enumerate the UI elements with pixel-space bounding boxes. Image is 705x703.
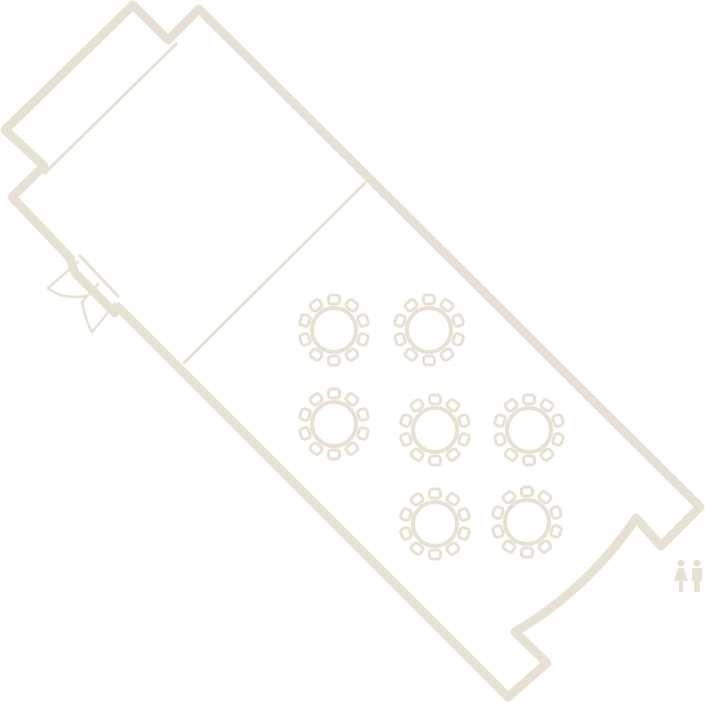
chair — [308, 298, 324, 313]
chair — [457, 526, 471, 541]
chair — [409, 492, 425, 507]
chair — [457, 432, 471, 447]
chair — [445, 447, 461, 462]
table-top — [411, 406, 459, 454]
chair — [308, 441, 324, 456]
chair — [308, 347, 324, 362]
chair — [451, 332, 465, 347]
chair — [428, 454, 442, 467]
chair — [344, 392, 360, 407]
chair — [451, 313, 465, 328]
partitions — [43, 42, 367, 365]
chair — [344, 441, 360, 456]
chair — [393, 313, 407, 328]
chair — [399, 507, 413, 522]
chair — [399, 413, 413, 428]
chair — [501, 490, 517, 505]
table-top — [405, 306, 453, 354]
chair — [422, 354, 436, 367]
chair — [491, 505, 505, 520]
round-table-5 — [493, 393, 565, 467]
man-icon — [692, 559, 702, 592]
chair — [327, 448, 341, 461]
chair — [399, 432, 413, 447]
chair — [327, 293, 341, 306]
chair — [409, 541, 425, 556]
chair — [308, 392, 324, 407]
chair — [393, 332, 407, 347]
chair — [356, 332, 370, 347]
chair — [445, 398, 461, 413]
chair — [551, 432, 565, 447]
chair — [501, 539, 517, 554]
double-door — [46, 260, 116, 335]
chair — [493, 413, 507, 428]
chair — [428, 487, 442, 500]
chair — [428, 548, 442, 561]
chair — [356, 426, 370, 441]
chair — [522, 454, 536, 467]
chair — [422, 293, 436, 306]
chair — [551, 413, 565, 428]
table-top — [503, 498, 551, 546]
chair — [356, 407, 370, 422]
chair — [298, 313, 312, 328]
chair — [298, 407, 312, 422]
table-top — [310, 306, 358, 354]
round-table-4 — [399, 393, 471, 467]
chair — [439, 298, 455, 313]
chair — [520, 485, 534, 498]
chair — [520, 546, 534, 559]
doorway-jamb-wall — [78, 254, 120, 298]
chair — [457, 413, 471, 428]
chair — [403, 298, 419, 313]
chair — [409, 447, 425, 462]
chair — [522, 393, 536, 406]
table-top — [505, 406, 553, 454]
chair — [503, 398, 519, 413]
round-table-6 — [399, 487, 471, 561]
chair — [445, 492, 461, 507]
chair — [537, 539, 553, 554]
chair — [537, 490, 553, 505]
chair — [549, 505, 563, 520]
chair — [539, 447, 555, 462]
round-table-1 — [298, 293, 370, 367]
round-table-3 — [298, 387, 370, 461]
partition-wall — [182, 181, 367, 365]
door-leaf-lower — [80, 282, 116, 335]
chair — [298, 332, 312, 347]
chair — [503, 447, 519, 462]
chair — [549, 524, 563, 539]
chair — [493, 432, 507, 447]
round-table-7 — [491, 485, 563, 559]
chair — [428, 393, 442, 406]
chair — [409, 398, 425, 413]
round-table-2 — [393, 293, 465, 367]
chair — [439, 347, 455, 362]
chair — [344, 298, 360, 313]
chair — [539, 398, 555, 413]
chair — [399, 526, 413, 541]
chair — [356, 313, 370, 328]
door-leaf-upper — [46, 260, 88, 299]
chair — [298, 426, 312, 441]
woman-icon — [674, 559, 688, 592]
chair — [445, 541, 461, 556]
chair — [457, 507, 471, 522]
chair — [327, 387, 341, 400]
chair — [491, 524, 505, 539]
chair — [403, 347, 419, 362]
chair — [344, 347, 360, 362]
table-top — [310, 400, 358, 448]
restroom-icons — [674, 559, 702, 592]
alcove-inner-wall — [43, 42, 178, 175]
round-tables — [298, 293, 565, 561]
table-top — [411, 500, 459, 548]
chair — [327, 354, 341, 367]
